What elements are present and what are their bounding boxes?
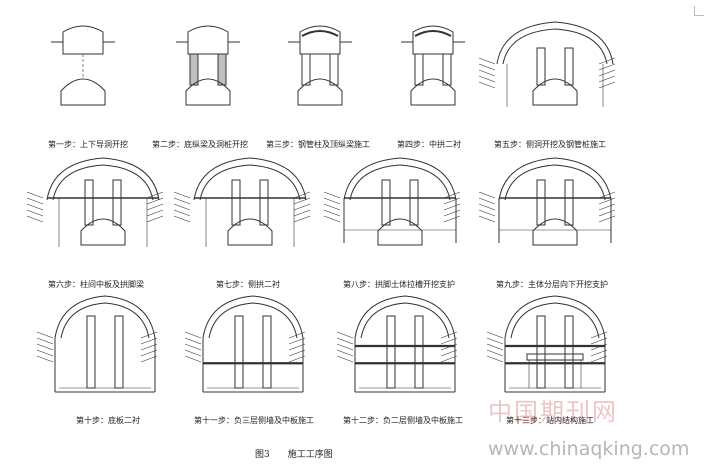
figure-caption: 图3 施工工序图 (255, 450, 333, 460)
step-caption-12: 第十二步：负二层侧墙及中板施工 (343, 416, 463, 425)
stage-9-diagram (478, 157, 616, 246)
stage-3-diagram (288, 25, 352, 106)
step-caption-4: 第四步：中拱二衬 (397, 140, 461, 149)
stage-2-diagram (176, 25, 240, 106)
step-caption-6: 第六步：柱间中板及拱脚梁 (48, 280, 144, 289)
step-caption-3: 第三步：钢管柱及顶纵梁施工 (266, 140, 370, 149)
step-caption-5: 第五步：侧洞开挖及钢管桩施工 (494, 140, 606, 149)
step-caption-10: 第十步：底板二衬 (76, 416, 140, 425)
step-caption-8: 第八步：拱脚土体拉槽开挖支护 (343, 280, 455, 289)
step-caption-11: 第十一步：负三层侧墙及中板施工 (194, 416, 314, 425)
stage-6-diagram (26, 157, 164, 247)
stage-1-diagram (51, 25, 115, 106)
stage-7-diagram (173, 157, 311, 247)
watermark-url: www.chinaqking.com (488, 438, 690, 460)
stage-12-diagram (336, 295, 458, 393)
step-caption-13: 第十三步：站内结构施工 (506, 416, 594, 425)
step-caption-1: 第一步：上下导洞开挖 (48, 140, 128, 149)
stage-13-diagram (486, 295, 608, 393)
step-caption-9: 第九步：主体分层向下开挖支护 (496, 280, 608, 289)
stage-4-diagram (401, 25, 465, 106)
stage-8-diagram (323, 157, 461, 246)
stage-10-diagram (36, 295, 158, 393)
step-caption-7: 第七步：侧拱二衬 (216, 280, 280, 289)
stage-5-diagram (478, 21, 616, 107)
corner-mark (694, 6, 704, 16)
step-caption-2: 第二步：底纵梁及洞桩开挖 (152, 140, 248, 149)
stage-11-diagram (184, 295, 306, 393)
watermark-cn: 中国期刊网 (488, 398, 618, 426)
